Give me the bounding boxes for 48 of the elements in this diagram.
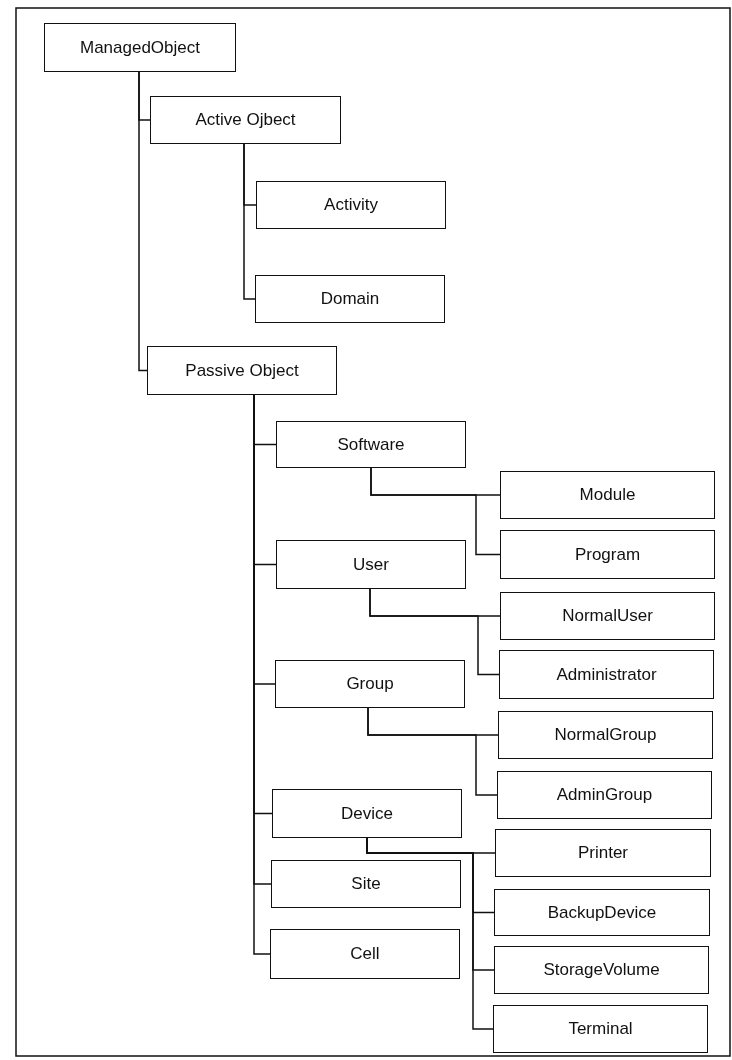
class-name: Activity [324, 195, 378, 215]
class-box [270, 929, 460, 979]
class-name: NormalGroup [554, 725, 657, 745]
class-name: Device [341, 803, 393, 824]
tree-connector [243, 143, 256, 300]
class-box [147, 346, 337, 395]
class-name: Cell [350, 944, 380, 964]
class-name: ManagedObject [80, 37, 200, 58]
class-name: Module [579, 485, 636, 505]
class-name: Site [351, 874, 381, 894]
class-name: Program [574, 544, 641, 565]
class-box [256, 181, 446, 229]
class-box [150, 96, 341, 144]
class-name: Group [346, 674, 394, 694]
class-name: AdminGroup [556, 785, 653, 805]
class-name: Domain [320, 289, 380, 309]
class-box [272, 789, 462, 838]
class-box [494, 889, 710, 936]
class-name: BackupDevice [547, 902, 657, 923]
tree-connector [366, 837, 494, 1030]
class-box [275, 660, 465, 708]
tree-connector [370, 467, 501, 556]
class-box [495, 829, 711, 877]
class-box [276, 421, 466, 468]
tree-connector [367, 707, 498, 796]
class-box [493, 1005, 708, 1053]
class-name: Administrator [556, 664, 657, 685]
class-name: User [353, 554, 389, 575]
class-name: NormalUser [562, 606, 653, 626]
class-box [500, 471, 715, 519]
class-name: StorageVolume [543, 960, 660, 980]
class-box [255, 275, 445, 323]
class-name: Active Ojbect [195, 110, 296, 130]
class-box [271, 860, 461, 908]
class-name: Software [337, 434, 405, 455]
class-box [500, 530, 715, 579]
tree-connector [369, 588, 500, 676]
class-name: Terminal [568, 1019, 633, 1039]
class-name: Printer [577, 843, 629, 863]
class-box [499, 650, 714, 699]
class-box [276, 540, 466, 589]
class-box [44, 23, 236, 72]
class-box [497, 771, 712, 819]
class-box [500, 592, 715, 640]
tree-connector [138, 71, 148, 372]
class-box [498, 711, 713, 759]
class-box [494, 946, 709, 994]
class-name: Passive Object [185, 360, 299, 381]
